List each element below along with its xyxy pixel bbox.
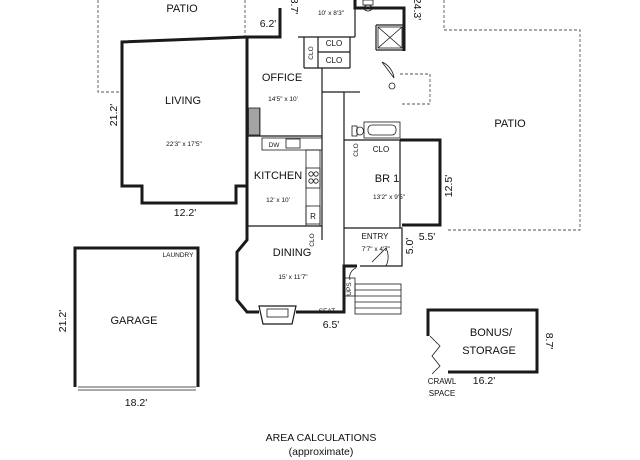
garage-label: GARAGE bbox=[110, 315, 157, 327]
storage-label: STORAGE bbox=[462, 345, 516, 357]
bath-shower bbox=[377, 26, 403, 49]
area-calculations-subtitle: (approximate) bbox=[289, 446, 354, 458]
bonus-storage-walls bbox=[426, 308, 539, 374]
dim-16-2: 16.2' bbox=[473, 375, 495, 387]
dim-21-2-garage: 21.2' bbox=[57, 310, 69, 332]
dim-5-0: 5.0' bbox=[404, 238, 416, 255]
kitchen-label: KITCHEN bbox=[254, 170, 302, 182]
bath-dimension: 10' x 8'3" bbox=[318, 10, 345, 17]
dim-6-5: 6.5' bbox=[323, 319, 340, 331]
bedroom-wing-walls bbox=[343, 91, 442, 267]
dim-5-5: 5.5' bbox=[419, 231, 436, 243]
closet-label-3: CLO bbox=[373, 145, 389, 154]
house-exterior-walls bbox=[235, 0, 406, 314]
dining-dimension: 15' x 11'7" bbox=[278, 274, 308, 281]
toilet-top bbox=[362, 0, 374, 12]
dishwasher-label: DW bbox=[269, 142, 281, 149]
entry-label: ENTRY bbox=[362, 232, 390, 241]
area-calculations-title: AREA CALCULATIONS bbox=[266, 432, 377, 444]
stair-grille bbox=[248, 107, 261, 136]
closet-vertical-1: CLO bbox=[308, 46, 315, 59]
office-label: OFFICE bbox=[262, 72, 302, 84]
dim-6-2: 6.2' bbox=[260, 18, 277, 30]
kitchen-counters bbox=[261, 137, 323, 227]
closet-label-1: CLO bbox=[326, 39, 342, 48]
living-dimension: 22'3" x 17'5" bbox=[166, 141, 202, 148]
br1-dimension: 13'2" x 9'5" bbox=[373, 194, 406, 201]
office-dimension: 14'5" x 10' bbox=[268, 96, 298, 103]
door-swings bbox=[349, 61, 441, 375]
closet-vertical-2: CLO bbox=[353, 143, 360, 156]
patio-top-outline bbox=[97, 0, 246, 93]
kitchen-dimension: 12' x 10' bbox=[266, 197, 290, 204]
ups-label: UPS bbox=[346, 282, 353, 296]
entry-dimension: 7'7" x 4'7" bbox=[362, 246, 391, 253]
bath-tub bbox=[363, 121, 401, 139]
patio-right-outline bbox=[400, 0, 581, 231]
entry-steps bbox=[343, 277, 402, 315]
crawl-label: CRAWL bbox=[428, 377, 457, 386]
laundry-label: LAUNDRY bbox=[163, 252, 195, 259]
living-label: LIVING bbox=[165, 95, 201, 107]
dim-8-7-top: 8.7' bbox=[288, 0, 300, 14]
dim-12-5: 12.5' bbox=[443, 175, 455, 197]
dim-24-3: 24.3' bbox=[411, 0, 423, 20]
closet-vertical-3: CLO bbox=[309, 233, 316, 246]
closet-label-2: CLO bbox=[326, 56, 342, 65]
dim-21-2-living: 21.2' bbox=[108, 104, 120, 126]
dining-label: DINING bbox=[273, 247, 312, 259]
refrigerator-label: R bbox=[310, 212, 316, 221]
garage-walls bbox=[73, 246, 200, 391]
br1-label: BR 1 bbox=[375, 173, 399, 185]
interior-walls bbox=[247, 8, 404, 240]
dim-8-7-bonus: 8.7' bbox=[543, 333, 555, 350]
dim-12-2: 12.2' bbox=[174, 207, 196, 219]
patio-top-label: PATIO bbox=[166, 3, 198, 15]
fireplace-seat bbox=[258, 305, 297, 325]
living-room-walls bbox=[120, 35, 248, 205]
sink-lower bbox=[388, 82, 396, 90]
space-label: SPACE bbox=[429, 389, 456, 398]
patio-right-label: PATIO bbox=[494, 118, 526, 130]
bonus-label: BONUS/ bbox=[470, 327, 513, 339]
toilet-lower bbox=[351, 125, 364, 137]
seat-label: SEAT bbox=[319, 308, 336, 315]
dim-18-2: 18.2' bbox=[125, 397, 147, 409]
